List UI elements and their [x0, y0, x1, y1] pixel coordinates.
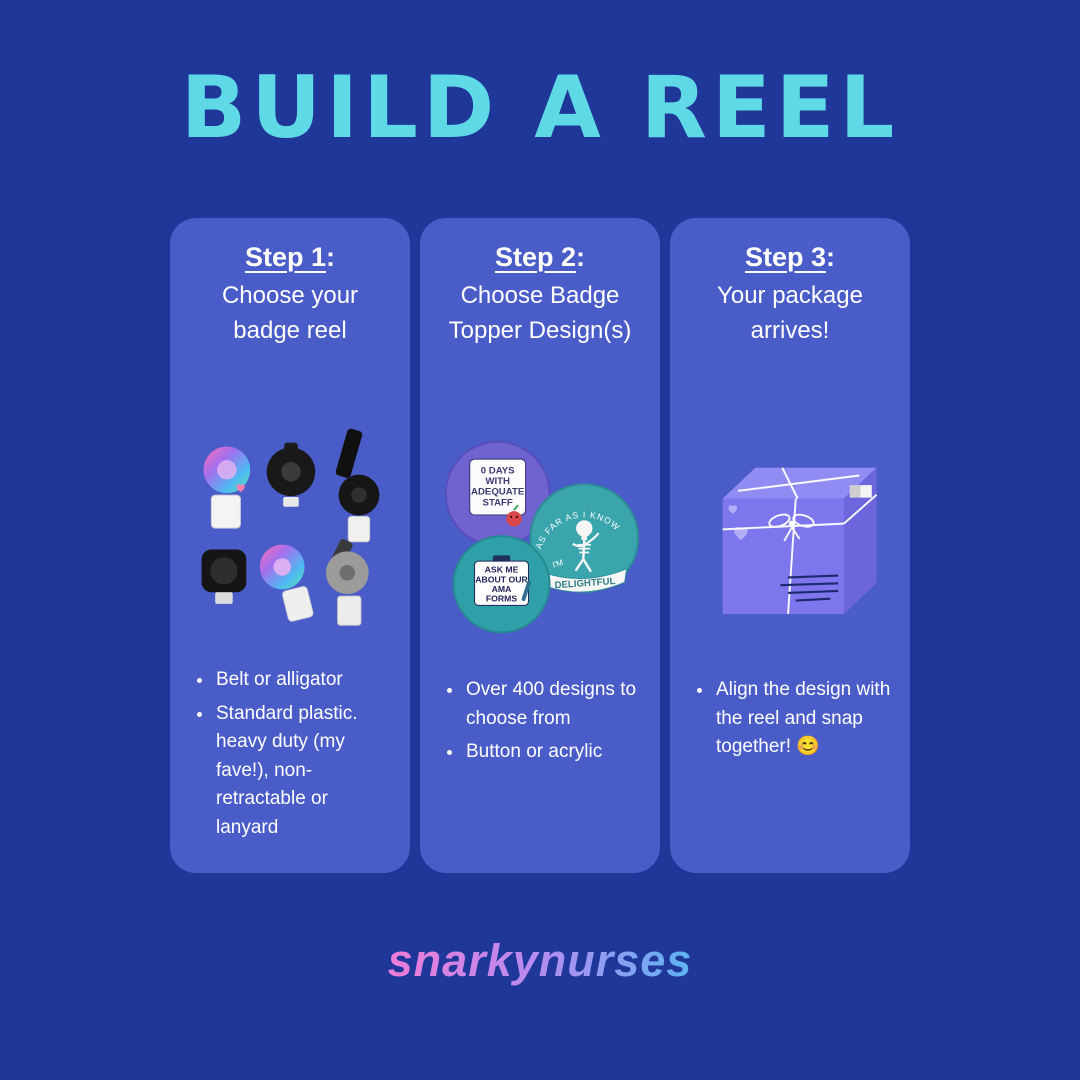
- svg-text:FORMS: FORMS: [486, 594, 517, 604]
- step-1-illustration-area: [188, 408, 392, 656]
- step-3-subtitle: Your package arrives!: [717, 282, 863, 344]
- page-title: BUILD A REEL: [180, 58, 900, 158]
- step-3-bullets: Align the design with the reel and snap …: [688, 676, 892, 767]
- bullet-item: Button or acrylic: [464, 738, 642, 767]
- svg-text:AMA: AMA: [492, 584, 512, 594]
- step-1-subtitle: Choose your badge reel: [221, 282, 359, 344]
- brand-signature: snarkynurses: [387, 935, 693, 986]
- bullet-item: Align the design with the reel and snap …: [714, 676, 892, 762]
- step-3-card: Step 3: Your package arrives!: [670, 218, 910, 873]
- step-3-heading: Step 3:: [744, 242, 836, 272]
- svg-text:0 DAYS: 0 DAYS: [481, 466, 515, 477]
- step-2-card: Step 2: Choose Badge Topper Design(s) 0 …: [420, 218, 660, 873]
- step-2-subtitle: Choose Badge Topper Design(s): [448, 282, 632, 344]
- svg-text:STAFF: STAFF: [483, 497, 513, 508]
- badge-ama-forms: ASK ME ABOUT OUR AMA FORMS: [452, 535, 551, 634]
- step-3-illustration-area: [688, 412, 892, 666]
- step-1-card: Step 1: Choose your badge reel: [170, 218, 410, 873]
- bullet-item: Over 400 designs to choose from: [464, 676, 642, 733]
- badge-delightful: AS FAR AS I KNOW I'M DELIGHTFUL: [529, 483, 640, 593]
- bullet-item: Belt or alligator: [214, 666, 392, 695]
- step-2-header: Step 2: Choose Badge Topper Design(s): [438, 242, 642, 412]
- svg-text:I'M: I'M: [551, 558, 564, 570]
- steps-row: Step 1: Choose your badge reel: [0, 218, 1080, 873]
- step-2-bullets: Over 400 designs to choose from Button o…: [438, 676, 642, 772]
- bullet-item: Standard plastic. heavy duty (my fave!),…: [214, 700, 392, 843]
- package-illustration: [722, 467, 878, 615]
- svg-text:ASK ME: ASK ME: [485, 565, 519, 575]
- step-2-illustration-area: 0 DAYS WITH ADEQUATE STAFF: [438, 412, 642, 666]
- step-3-header: Step 3: Your package arrives!: [688, 242, 892, 412]
- step-1-header: Step 1: Choose your badge reel: [188, 242, 392, 408]
- badge-toppers-illustration: 0 DAYS WITH ADEQUATE STAFF: [444, 440, 640, 634]
- badge-reels-illustration: [201, 428, 380, 626]
- svg-text:WITH: WITH: [485, 476, 510, 487]
- svg-text:DELIGHTFUL: DELIGHTFUL: [554, 576, 616, 591]
- svg-text:ABOUT OUR: ABOUT OUR: [475, 574, 528, 584]
- svg-text:ADEQUATE: ADEQUATE: [471, 487, 525, 498]
- step-1-bullets: Belt or alligator Standard plastic. heav…: [188, 666, 392, 847]
- step-2-heading: Step 2:: [494, 242, 586, 272]
- step-1-heading: Step 1:: [244, 242, 336, 272]
- badge-adequate-staff: 0 DAYS WITH ADEQUATE STAFF: [444, 440, 551, 547]
